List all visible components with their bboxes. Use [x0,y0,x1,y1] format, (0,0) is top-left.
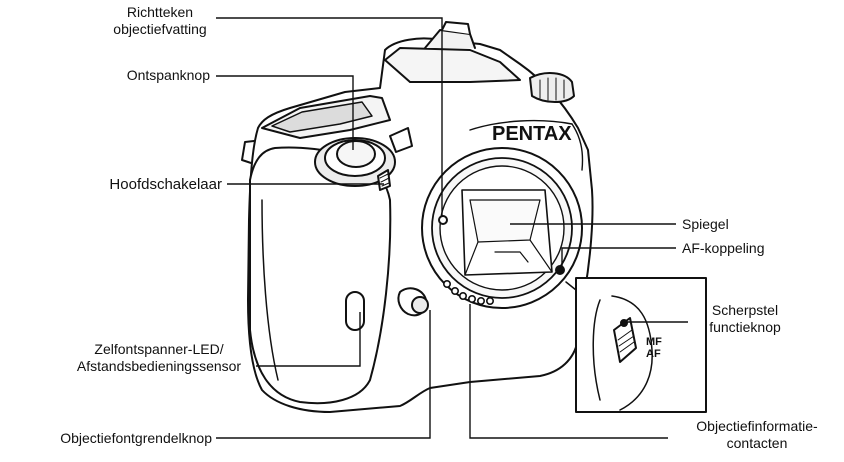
inset-mf-label: MF [646,336,662,348]
mirror [469,199,541,243]
lens-contacts [442,279,494,305]
grip [249,146,392,405]
leader-self-timer [256,312,361,367]
leader-lens-unlock [216,310,431,439]
inset-af-label: AF [646,348,661,360]
brand-logo: PENTAX [492,123,572,145]
mount-index-dot [438,215,448,225]
leader-af-coupler [561,247,676,270]
callout-focus-mode: Scherpstel functieknop [709,302,781,335]
callout-lens-unlock: Objectiefontgrendelknop [60,430,212,446]
hot-shoe [424,29,476,49]
callout-shutter-release: Ontspanknop [126,67,210,83]
top-lcd [271,101,373,133]
af-coupler-screw [555,265,565,275]
callout-self-timer: Zelfontspanner-LED/ Afstandsbedieningsse… [76,341,242,374]
leader-shutter-release [216,75,354,150]
callout-af-coupler: AF-koppeling [682,240,765,256]
callout-mirror: Spiegel [682,216,729,232]
leader-lens-contacts [469,304,668,439]
shutter-button [336,140,376,168]
prism-hump [384,47,521,83]
self-timer-window [345,291,365,331]
mode-dial [529,72,575,103]
callout-mount-index: Richtteken objectiefvatting [113,4,207,37]
callout-lens-contacts: Objectiefinformatie- contacten [696,418,818,451]
leader-mount-index [216,17,443,216]
callout-main-switch: Hoofdschakelaar [109,176,222,193]
